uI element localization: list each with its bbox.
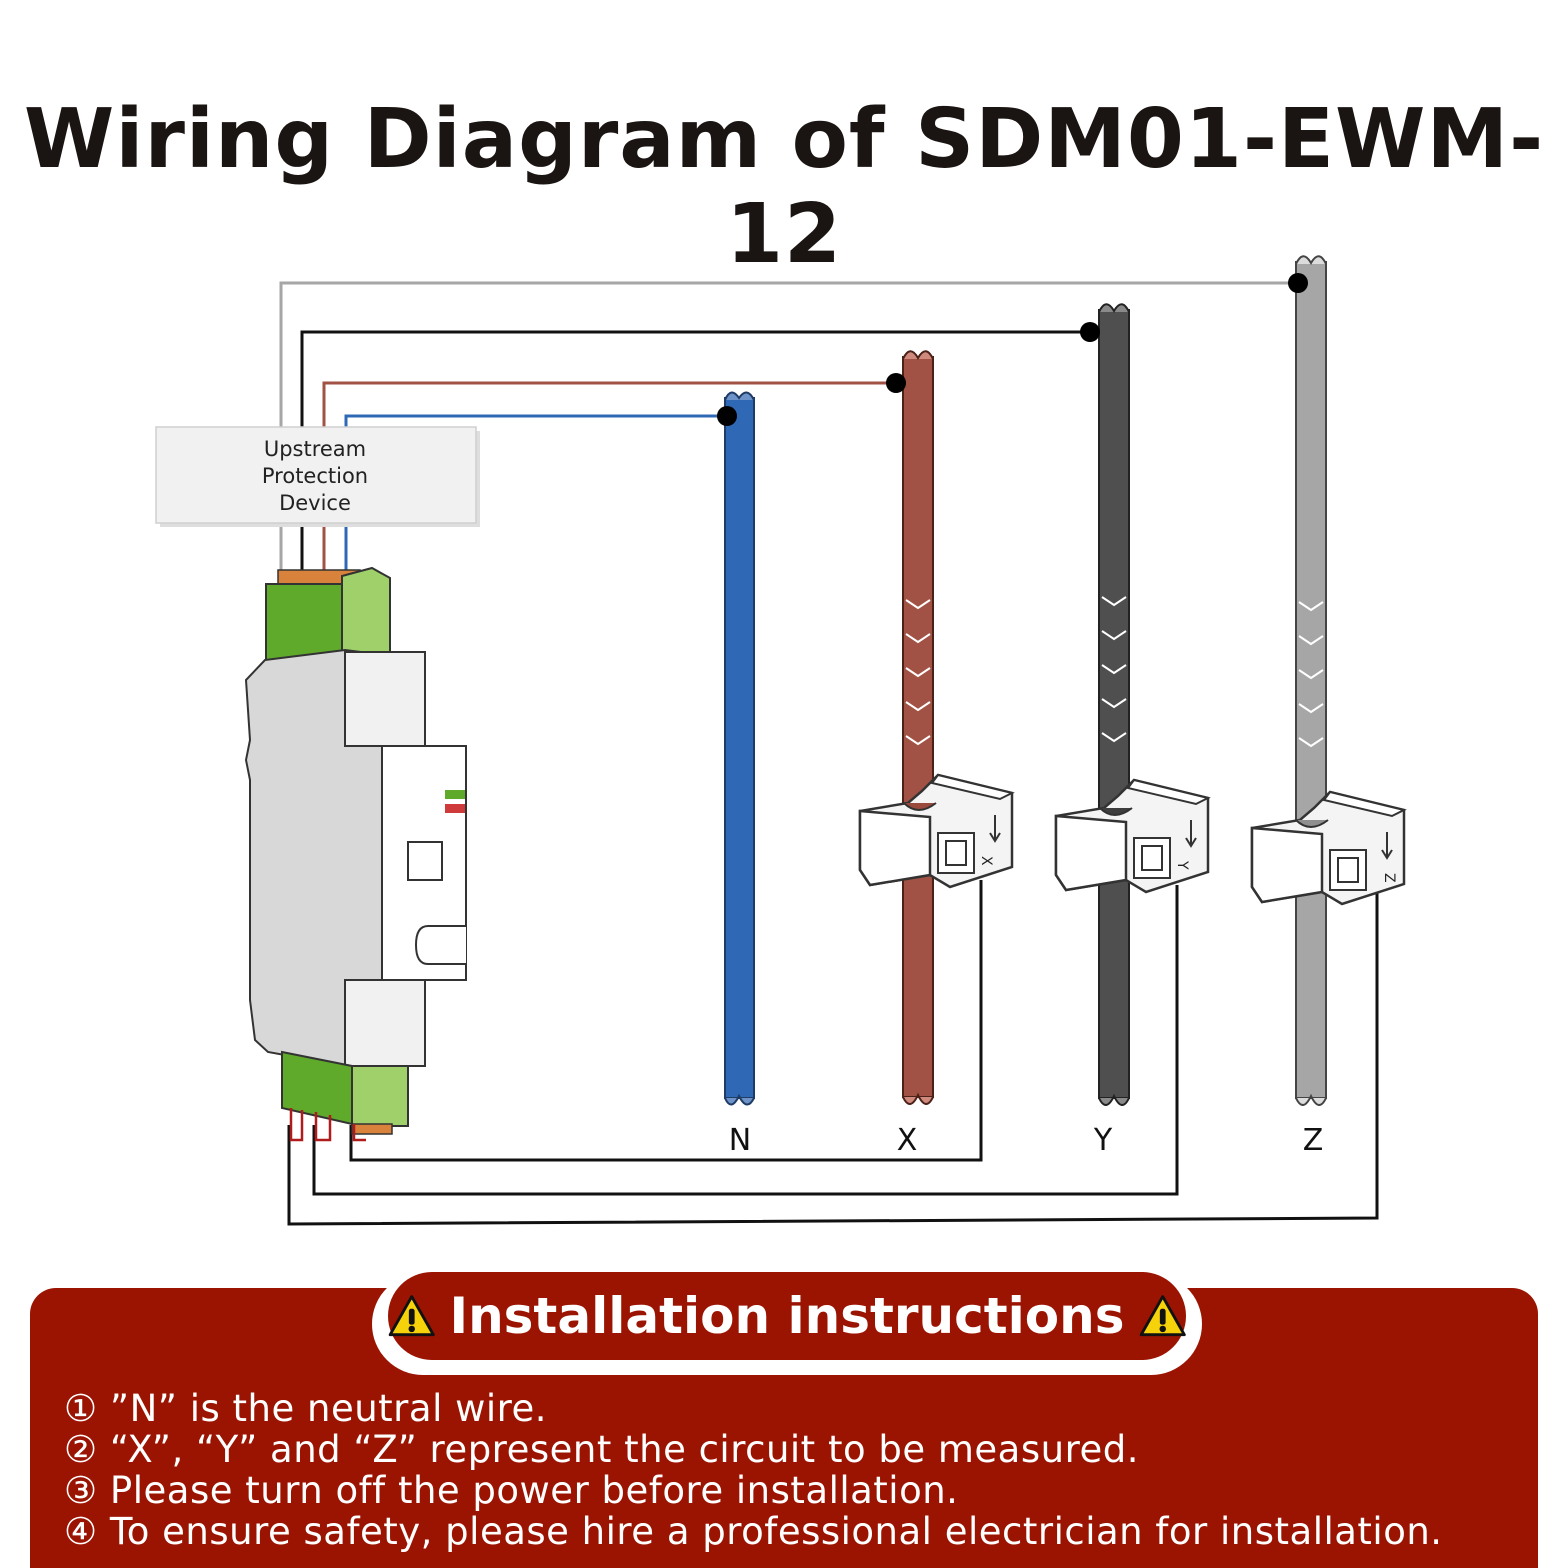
ct-clamp-z: [1250, 790, 1407, 906]
upstream-label-line2: Protection: [262, 464, 368, 488]
junction-dot-n: [717, 406, 737, 426]
conductor-z: [1295, 255, 1327, 1106]
junction-dot-z: [1288, 273, 1308, 293]
ct-line-y: [312, 885, 1179, 1196]
warning-icon: [1139, 1295, 1186, 1337]
upstream-protection-device: Upstream Protection Device: [155, 426, 480, 527]
chevrons-x: [905, 599, 931, 746]
ct-label-y: Y: [1174, 860, 1190, 870]
instructions-banner: Installation instructions: [388, 1272, 1186, 1360]
upstream-label-line3: Device: [279, 491, 351, 515]
ct-clamp-x: [858, 773, 1015, 889]
junction-dot-x: [886, 373, 906, 393]
conductor-n: [724, 391, 755, 1106]
warning-icon: [388, 1295, 435, 1337]
wire-label-z: Z: [1303, 1123, 1324, 1158]
junction-dot-y: [1080, 322, 1100, 342]
ct-label-x: X: [978, 856, 994, 866]
wire-label-n: N: [729, 1123, 751, 1158]
instruction-item: ① ”N” is the neutral wire.: [64, 1387, 548, 1430]
instructions-list: ① ”N” is the neutral wire. ② “X”, “Y” an…: [64, 1388, 1554, 1552]
conductor-y: [1098, 303, 1130, 1106]
page-title: Wiring Diagram of SDM01-EWM-12: [23, 92, 1545, 282]
conductor-x: [902, 350, 934, 1105]
instruction-item: ③ Please turn off the power before insta…: [64, 1469, 959, 1512]
instruction-item: ④ To ensure safety, please hire a profes…: [64, 1510, 1443, 1553]
instruction-item: ② “X”, “Y” and “Z” represent the circuit…: [64, 1428, 1139, 1471]
ct-line-x: [349, 880, 983, 1162]
energy-meter: [244, 566, 468, 1142]
wiring-diagram: X Y Z N X Y Z Upstream Protection Device: [155, 255, 1407, 1226]
chevrons-z: [1298, 601, 1324, 748]
ct-clamp-y: [1054, 778, 1211, 894]
ct-label-z: Z: [1381, 873, 1397, 883]
wire-label-x: X: [897, 1123, 918, 1158]
ct-line-z: [287, 892, 1379, 1226]
upstream-label-line1: Upstream: [264, 437, 366, 461]
wire-label-y: Y: [1093, 1123, 1113, 1158]
chevrons-y: [1101, 596, 1127, 743]
instructions-title: Installation instructions: [449, 1287, 1125, 1345]
